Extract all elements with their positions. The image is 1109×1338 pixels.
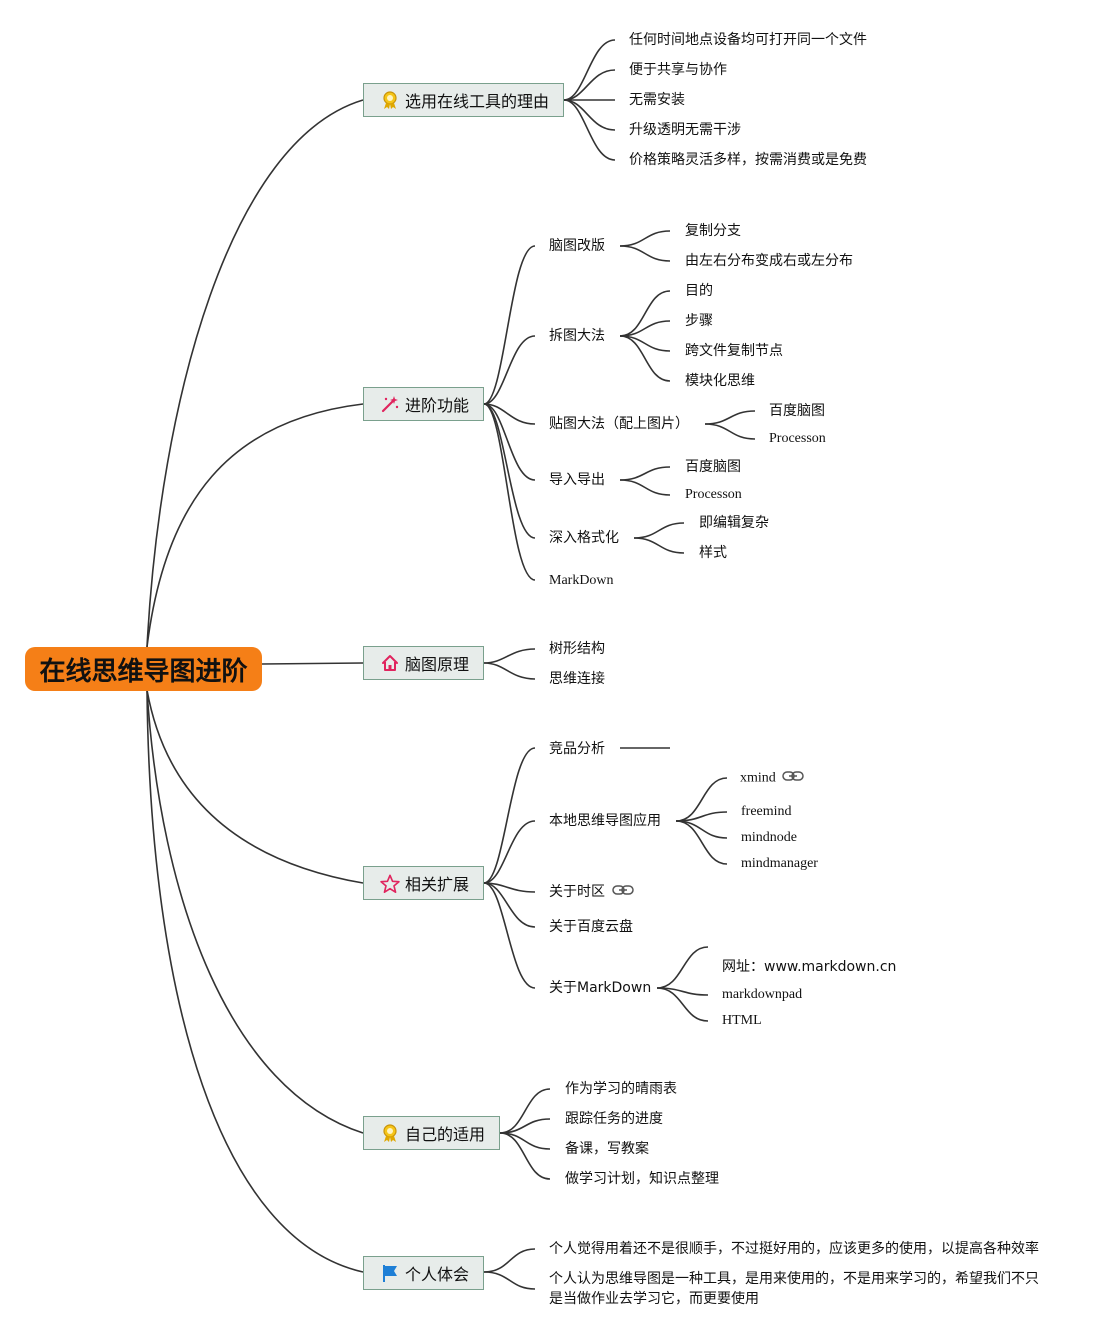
list-item[interactable]: 步骤	[685, 313, 713, 329]
list-item[interactable]: 百度脑图	[685, 459, 741, 475]
list-item[interactable]: 任何时间地点设备均可打开同一个文件	[629, 32, 867, 48]
subtopic[interactable]: 导入导出	[549, 472, 605, 488]
list-item[interactable]: 个人觉得用着还不是很顺手，不过挺好用的，应该更多的使用，以提高各种效率	[549, 1241, 1039, 1257]
branch-extension[interactable]: 相关扩展	[363, 866, 484, 900]
subtopic[interactable]: 关于MarkDown	[549, 980, 652, 996]
branch-usage[interactable]: 自己的适用	[363, 1116, 500, 1150]
link-icon[interactable]	[782, 770, 805, 787]
root-topic[interactable]: 在线思维导图进阶	[25, 647, 262, 691]
branch-advanced-label: 进阶功能	[405, 396, 470, 415]
star-icon	[380, 873, 400, 893]
list-item[interactable]: 目的	[685, 283, 713, 299]
list-item[interactable]: 由左右分布变成右或左分布	[685, 253, 853, 269]
magic-wand-icon	[380, 394, 400, 414]
list-item[interactable]: freemind	[741, 804, 792, 819]
list-item[interactable]: 模块化思维	[685, 373, 755, 389]
list-item[interactable]: 作为学习的晴雨表	[565, 1081, 677, 1097]
list-item[interactable]: 做学习计划，知识点整理	[565, 1171, 719, 1187]
subtopic[interactable]: 贴图大法（配上图片）	[549, 416, 689, 432]
branch-usage-label: 自己的适用	[405, 1125, 486, 1144]
list-item[interactable]: 复制分支	[685, 223, 741, 239]
branch-principle[interactable]: 脑图原理	[363, 646, 484, 680]
branch-feeling-label: 个人体会	[405, 1265, 470, 1284]
list-item[interactable]: HTML	[722, 1013, 762, 1028]
list-item[interactable]: mindnode	[741, 830, 797, 845]
subtopic[interactable]: 脑图改版	[549, 238, 605, 254]
list-item-label: xmind	[740, 770, 776, 786]
list-item[interactable]: 即编辑复杂	[699, 515, 769, 531]
list-item[interactable]: Processon	[685, 487, 742, 502]
list-item[interactable]: 备课，写教案	[565, 1141, 649, 1157]
branch-advanced[interactable]: 进阶功能	[363, 387, 484, 421]
branch-feeling[interactable]: 个人体会	[363, 1256, 484, 1290]
home-icon	[380, 653, 400, 673]
list-item[interactable]: 价格策略灵活多样，按需消费或是免费	[629, 152, 867, 168]
subtopic[interactable]: 深入格式化	[549, 530, 619, 546]
subtopic[interactable]: 拆图大法	[549, 328, 605, 344]
subtopic[interactable]: MarkDown	[549, 573, 614, 588]
list-item[interactable]: 无需安装	[629, 92, 685, 108]
list-item[interactable]: markdownpad	[722, 987, 803, 1002]
list-item[interactable]: 个人认为思维导图是一种工具，是用来使用的，不是用来学习的，希望我们不只是当做作业…	[549, 1271, 1039, 1307]
list-item[interactable]: xmind	[740, 770, 805, 787]
list-item[interactable]: 升级透明无需干涉	[629, 122, 741, 138]
flag-icon	[380, 1263, 400, 1283]
subtopic[interactable]: 关于百度云盘	[549, 919, 633, 935]
subtopic[interactable]: 关于时区	[549, 884, 635, 900]
branch-principle-label: 脑图原理	[405, 655, 470, 674]
list-item[interactable]: 树形结构	[549, 641, 605, 657]
link-icon[interactable]	[612, 884, 635, 900]
subtopic[interactable]: 本地思维导图应用	[549, 813, 661, 829]
list-item[interactable]: 跟踪任务的进度	[565, 1111, 663, 1127]
branch-extension-label: 相关扩展	[405, 875, 470, 894]
list-item[interactable]: 便于共享与协作	[629, 62, 727, 78]
subtopic[interactable]: 竞品分析	[549, 741, 605, 757]
award-ribbon-icon	[380, 1123, 400, 1143]
list-item[interactable]: 百度脑图	[769, 403, 825, 419]
list-item[interactable]: 样式	[699, 545, 727, 561]
list-item[interactable]: 网址：www.markdown.cn	[722, 959, 897, 975]
list-item[interactable]: 跨文件复制节点	[685, 343, 783, 359]
award-ribbon-icon	[380, 90, 400, 110]
branch-reasons-label: 选用在线工具的理由	[405, 92, 550, 111]
list-item[interactable]: mindmanager	[741, 856, 818, 871]
list-item[interactable]: 思维连接	[549, 671, 605, 687]
branch-reasons[interactable]: 选用在线工具的理由	[363, 83, 564, 117]
list-item[interactable]: Processon	[769, 431, 826, 446]
subtopic-label: 关于时区	[549, 884, 605, 900]
